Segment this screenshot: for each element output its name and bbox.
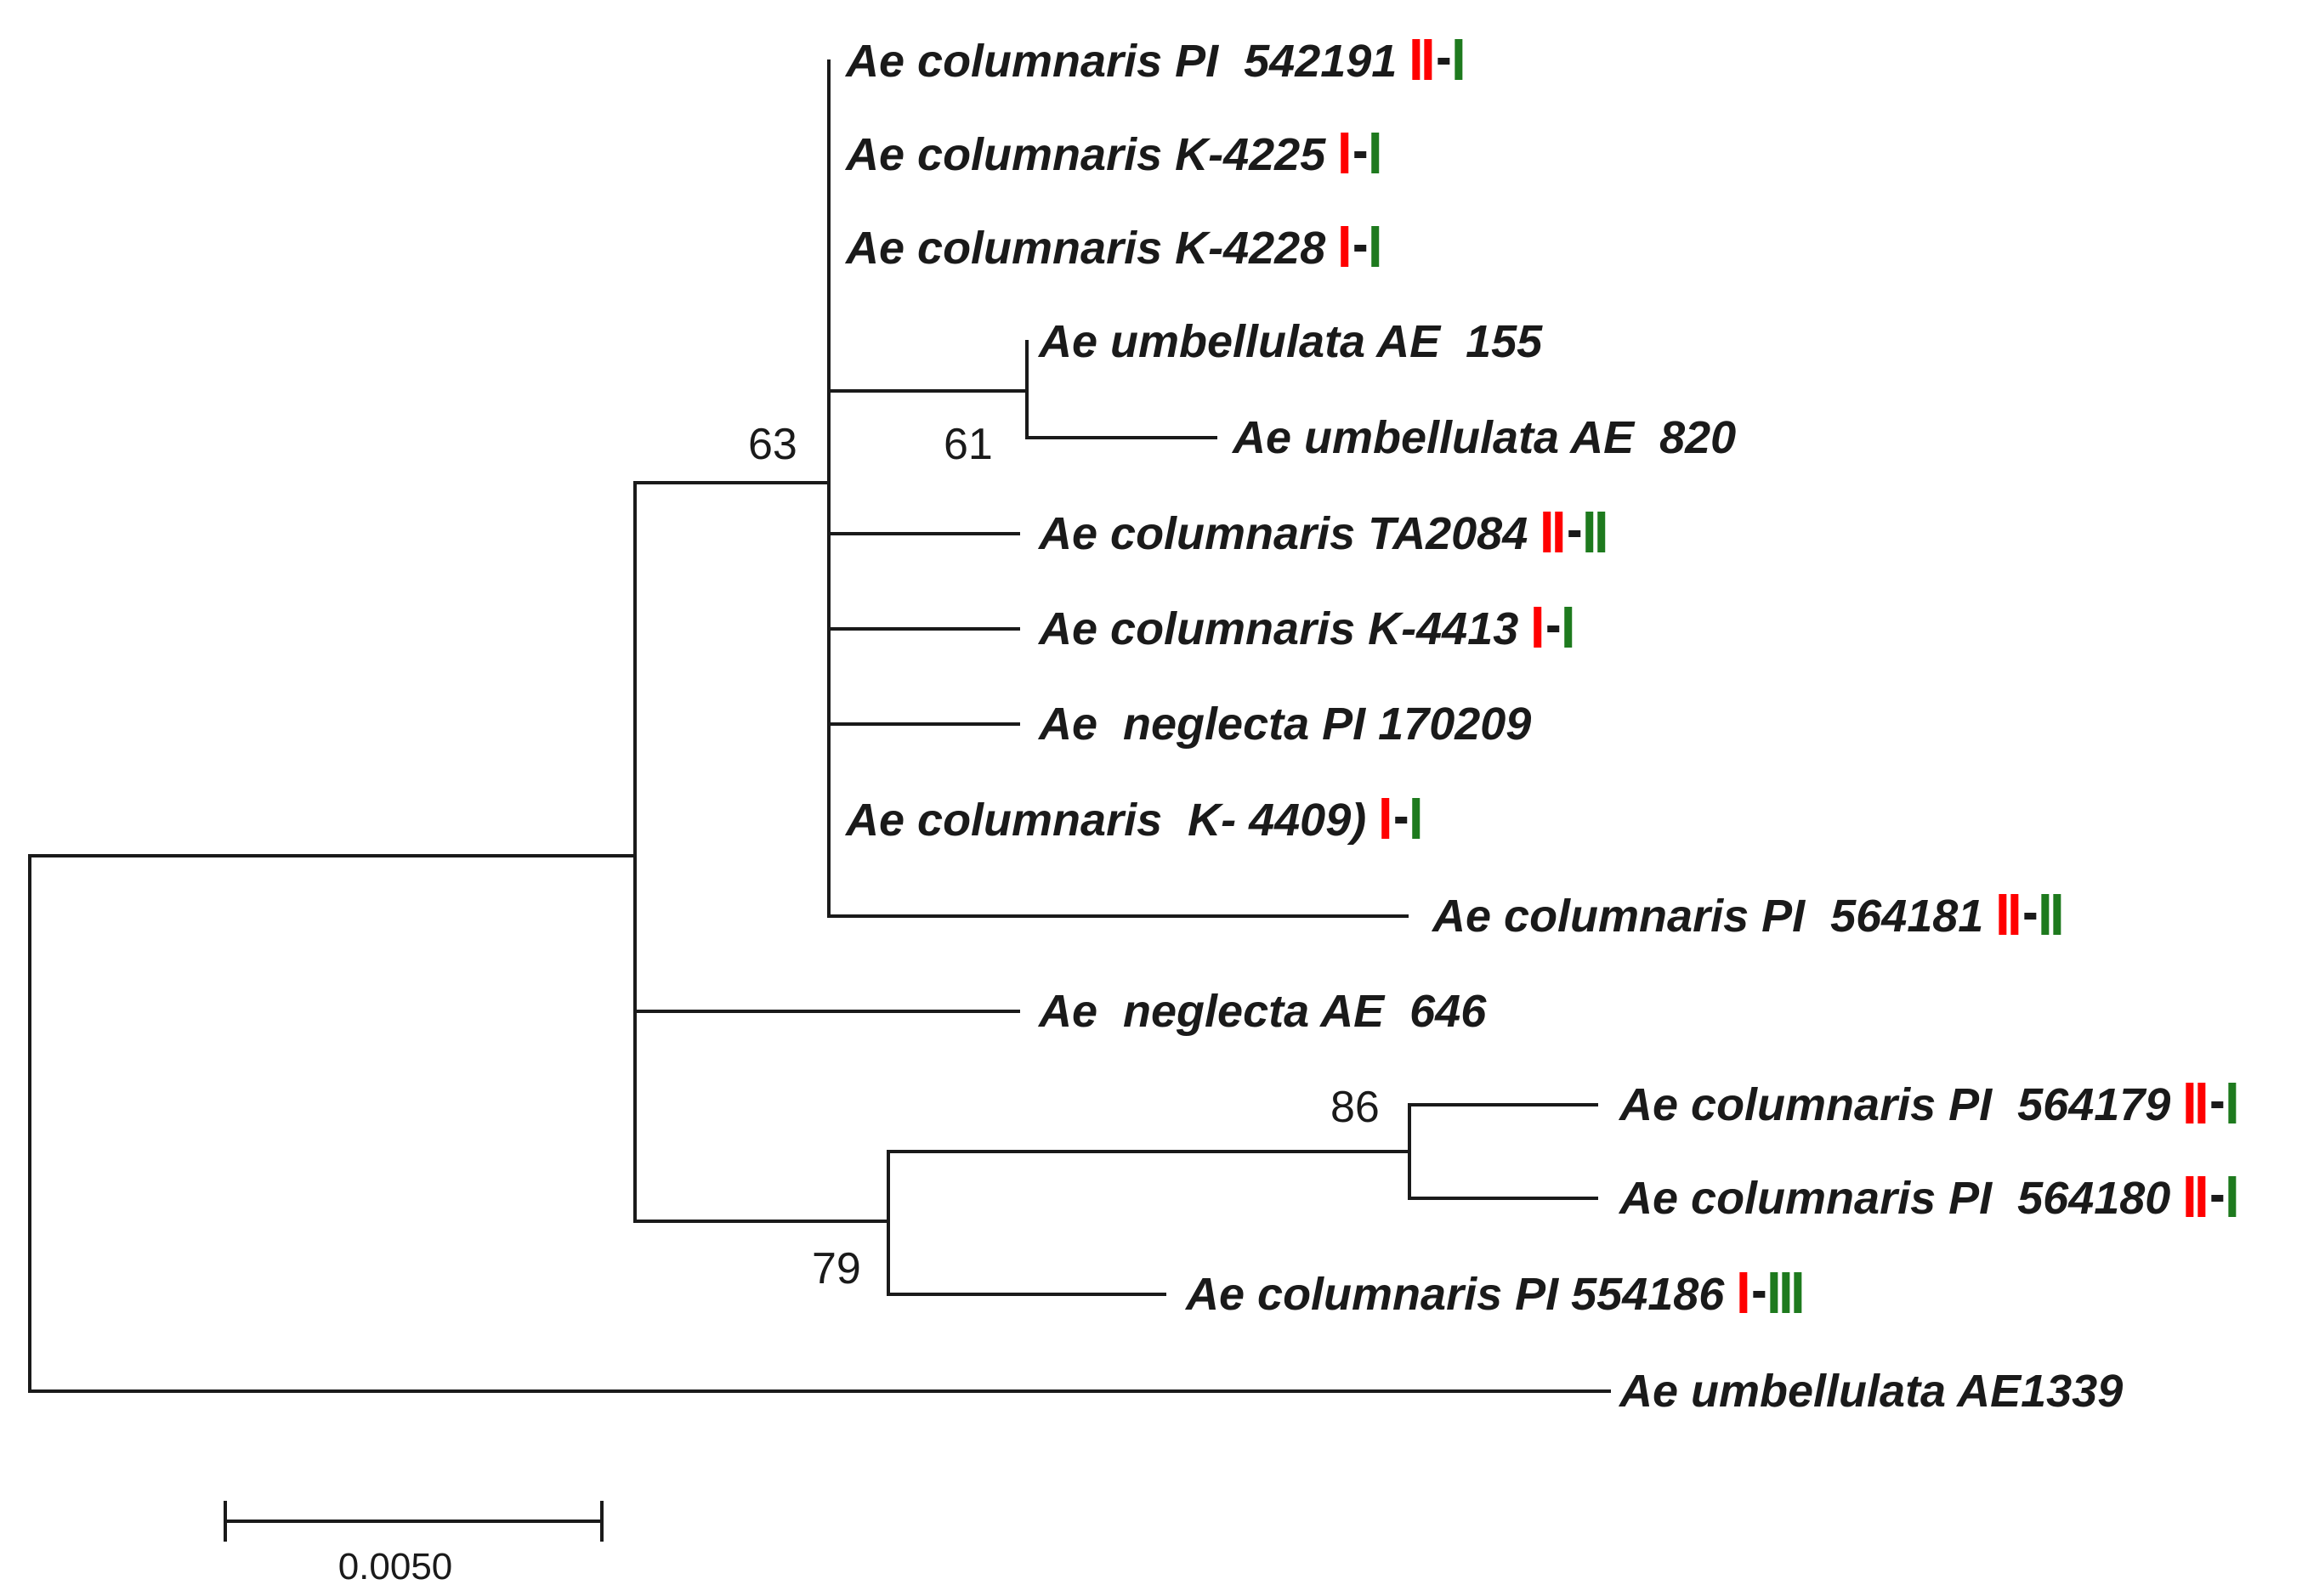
green-marker-l9	[1412, 798, 1421, 839]
green-marker-l3	[1371, 226, 1380, 267]
red-marker-l12	[2197, 1083, 2206, 1123]
green-marker-l10	[2041, 894, 2050, 935]
red-marker-l13	[2197, 1176, 2206, 1217]
leaf-label-l9: Ae columnaris K- 4409)	[844, 795, 1366, 846]
green-marker-l2	[1371, 133, 1380, 173]
green-marker-l10	[2053, 894, 2061, 935]
ploidy-markers	[1341, 39, 2237, 1313]
dash-marker-l12	[2211, 1101, 2224, 1108]
leaf-label-l3: Ae columnaris K-4228	[844, 223, 1325, 274]
red-marker-l12	[2186, 1083, 2194, 1123]
leaf-label-l14: Ae columnaris PI 554186	[1184, 1269, 1725, 1320]
leaf-label-l10: Ae columnaris PI 564181	[1431, 891, 1983, 942]
leaf-label-l7: Ae columnaris K-4413	[1037, 603, 1518, 654]
support-value-63: 63	[748, 420, 797, 469]
leaf-labels: Ae columnaris PI 542191 Ae columnaris K-4…	[844, 36, 2170, 1417]
green-marker-l14	[1782, 1272, 1790, 1313]
scale-bar: 0.0050	[224, 1501, 604, 1588]
red-marker-l6	[1543, 512, 1551, 552]
green-marker-l7	[1564, 607, 1573, 648]
scale-bar-label: 0.0050	[338, 1546, 453, 1588]
leaf-label-l6: Ae columnaris TA2084	[1037, 508, 1528, 559]
support-value-86: 86	[1330, 1083, 1380, 1132]
dash-marker-l7	[1547, 625, 1560, 632]
dash-marker-l1	[1438, 58, 1450, 65]
red-marker-l10	[2010, 894, 2019, 935]
red-marker-l2	[1341, 133, 1349, 173]
green-marker-l1	[1455, 39, 1463, 80]
red-marker-l1	[1424, 39, 1432, 80]
green-marker-l13	[2228, 1176, 2237, 1217]
leaf-label-l12: Ae columnaris PI 564179	[1618, 1079, 2170, 1130]
green-marker-l6	[1585, 512, 1594, 552]
red-marker-l7	[1534, 607, 1542, 648]
support-value-79: 79	[812, 1244, 861, 1293]
leaf-label-l2: Ae columnaris K-4225	[844, 129, 1326, 180]
dash-marker-l14	[1753, 1291, 1766, 1298]
leaf-label-l8: Ae neglecta PI 170209	[1037, 699, 1531, 750]
red-marker-l13	[2186, 1176, 2194, 1217]
support-value-61: 61	[944, 420, 993, 469]
red-marker-l14	[1739, 1272, 1748, 1313]
green-marker-l14	[1794, 1272, 1802, 1313]
red-marker-l1	[1412, 39, 1421, 80]
leaf-label-l4: Ae umbellulata AE 155	[1037, 316, 1543, 367]
leaf-label-l15: Ae umbellulata AE1339	[1618, 1366, 2123, 1417]
dash-marker-l9	[1395, 817, 1408, 823]
tree-branches	[28, 59, 1611, 1393]
dash-marker-l6	[1568, 530, 1581, 537]
green-marker-l6	[1597, 512, 1606, 552]
green-marker-l12	[2228, 1083, 2237, 1123]
red-marker-l6	[1555, 512, 1563, 552]
dash-marker-l2	[1354, 151, 1367, 158]
red-marker-l10	[1999, 894, 2007, 935]
dash-marker-l13	[2211, 1195, 2224, 1202]
dash-marker-l3	[1354, 245, 1367, 252]
leaf-label-l5: Ae umbellulata AE 820	[1231, 412, 1736, 463]
red-marker-l3	[1341, 226, 1349, 267]
leaf-label-l13: Ae columnaris PI 564180	[1618, 1173, 2170, 1224]
leaf-label-l1: Ae columnaris PI 542191	[844, 36, 1397, 87]
green-marker-l14	[1770, 1272, 1778, 1313]
dash-marker-l10	[2024, 913, 2037, 920]
leaf-label-l11: Ae neglecta AE 646	[1037, 986, 1487, 1037]
red-marker-l9	[1381, 798, 1390, 839]
